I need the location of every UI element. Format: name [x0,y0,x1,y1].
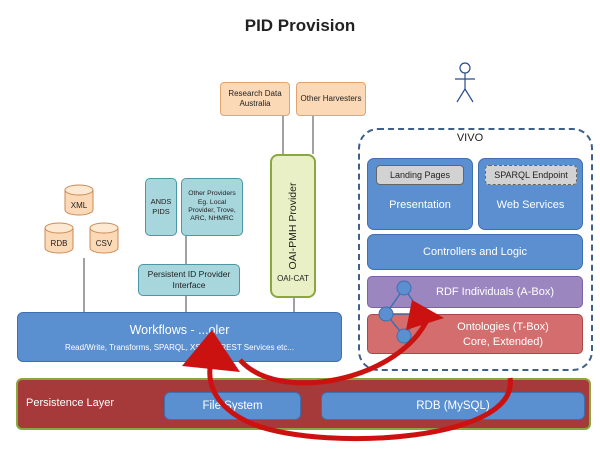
ontologies-sub-label: Core, Extended) [462,336,544,348]
oai-cat-label: OAI-CAT [277,274,309,283]
workflows-subtitle: Read/Write, Transforms, SPARQL, XSLT ...… [64,343,295,352]
rdf-individuals-label: RDF Individuals (A-Box) [436,286,554,298]
other-harvesters-box: Other Harvesters [296,82,366,116]
web-services-box: SPARQL Endpoint Web Services [478,158,583,230]
csv-db-icon [89,222,119,254]
sparql-endpoint-label: SPARQL Endpoint [494,170,568,180]
file-system-label: File System [202,400,263,412]
controllers-logic-label: Controllers and Logic [423,246,527,258]
ontologies-label: Ontologies (T-Box) [457,321,549,333]
rdb-mysql-box: RDB (MySQL) [321,392,585,420]
oai-pmh-title: OAI-PMH Provider [286,182,299,270]
research-data-australia-box: Research Data Australia [220,82,290,116]
landing-pages-box: Landing Pages [376,165,464,185]
persistent-id-interface-box: Persistent ID Provider Interface [138,264,240,296]
web-services-label: Web Services [496,199,565,211]
rdb-small-label: RDB [51,239,68,248]
other-providers-box: Other Providers Eg. Local Provider, Trov… [181,178,243,236]
persistence-layer-label: Persistence Layer [26,397,115,409]
sparql-endpoint-box: SPARQL Endpoint [485,165,577,185]
rdb-mysql-label: RDB (MySQL) [416,400,490,412]
persistent-id-interface-label: Persistent ID Provider Interface [147,268,231,290]
presentation-box: Landing Pages Presentation [367,158,473,230]
datastores-icon: XML RDB CSV [44,184,119,254]
graph-network-icon [378,280,430,344]
landing-pages-label: Landing Pages [389,170,451,180]
oai-pmh-provider-box: OAI-PMH Provider OAI-CAT [270,154,316,298]
workflows-title: Workflows - ...oler [129,323,230,337]
presentation-label: Presentation [389,199,451,211]
csv-label: CSV [96,239,113,248]
page-title: PID Provision [244,16,356,35]
xml-db-icon [64,184,94,216]
other-harvesters-label: Other Harvesters [300,94,362,103]
other-providers-label: Other Providers Eg. Local Provider, Trov… [188,190,236,223]
persistence-layer: Persistence Layer File System RDB (MySQL… [16,378,591,430]
vivo-title: VIVO [456,132,484,144]
research-data-australia-label: Research Data Australia [228,89,282,108]
file-system-box: File System [164,392,301,420]
controllers-logic-box: Controllers and Logic [367,234,583,270]
ands-pids-label: ANDS PIDS [150,197,172,216]
ands-pids-box: ANDS PIDS [145,178,177,236]
user-icon [455,62,475,103]
workflows-box: Workflows - ...oler Read/Write, Transfor… [17,312,342,362]
xml-label: XML [71,201,88,210]
rdb-db-icon [44,222,74,254]
